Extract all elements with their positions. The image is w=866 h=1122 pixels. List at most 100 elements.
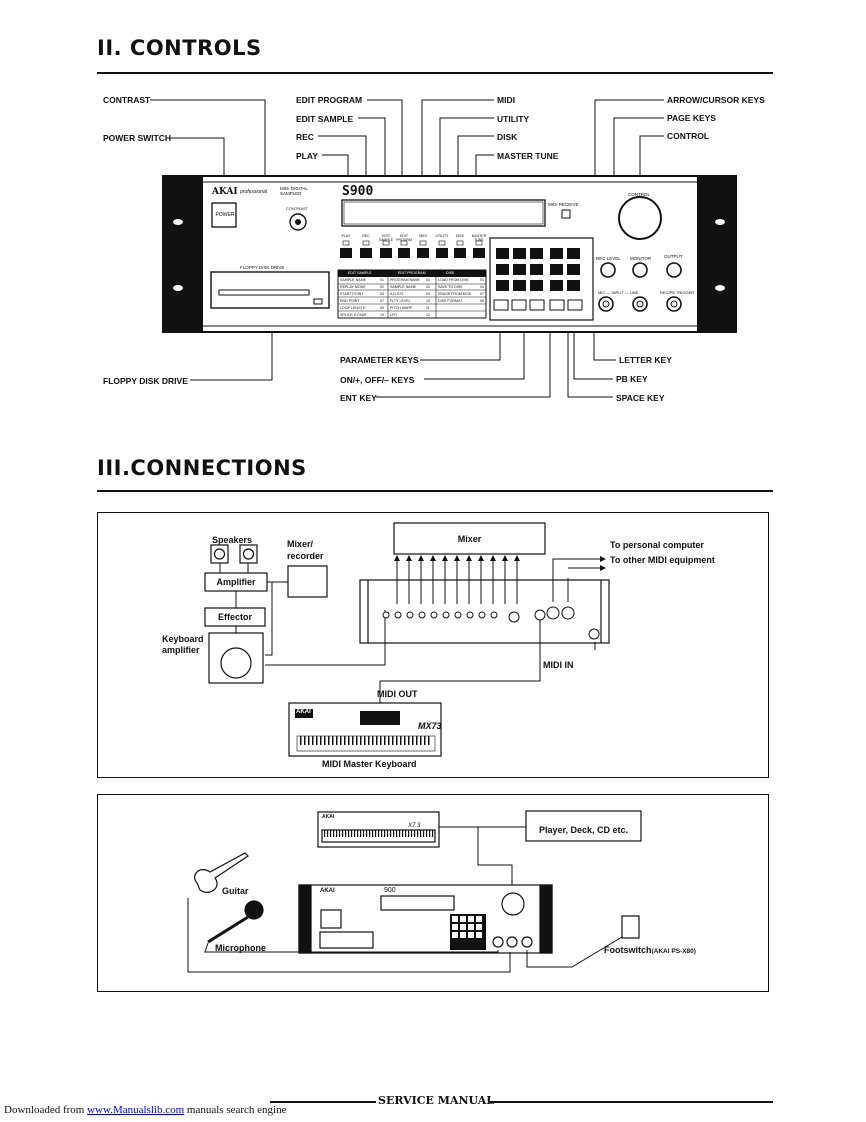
panel-model: S900 [342,184,374,199]
label-rec: REC [296,132,314,142]
label-on-off-keys: ON/+, OFF/– KEYS [340,375,415,385]
edit-table-cell: 12 [426,313,430,317]
mode-button-caption: DISK [455,234,465,238]
label-midi-master-keyboard: MIDI Master Keyboard [322,759,417,769]
panel-trigger: REC/PB TRIGGER [660,290,695,295]
keyboard-black-key [357,830,359,837]
footer-tagline: manuals search engine [186,1104,287,1116]
panel-floppy-text: FLOPPY DISK DRIVE [240,265,285,270]
section-title-connections: III.CONNECTIONS [97,456,307,480]
label-microphone: Microphone [215,943,266,953]
edit-table-cell: 02 [426,285,430,289]
keyboard-black-key [420,736,422,745]
edit-table-cell: 10 [426,299,430,303]
keyboard-black-key [324,830,326,837]
sampler-model: 900 [384,887,396,894]
edit-table-cell: 01 [480,278,484,282]
panel-brand-sub: professional [240,189,267,195]
keyboard-black-key [336,830,338,837]
edit-table-cell: 07 [380,299,384,303]
label-amplifier: Amplifier [216,577,256,587]
kbd2-brand: AKAI [322,814,335,820]
keyboard-black-key [388,736,390,745]
edit-table-cell: 04 [480,285,484,289]
keyboard-black-key [400,736,402,745]
edit-table-cell: 01 [426,278,430,282]
panel-power-text: POWER [215,212,235,218]
panel-monitor: MONITOR [630,256,652,261]
panel-output: OUTPUT [664,254,683,259]
keyboard-black-key [396,830,398,837]
keyboard-black-key [312,736,314,745]
mode-button-caption: MIDI [419,234,427,238]
panel-brand: AKAI [212,187,238,197]
footer-link[interactable]: www.Manualslib.com [87,1104,185,1116]
kbd-model: MX73 [418,721,442,731]
edit-table-cell: PITCH WARP [390,306,413,310]
edit-table-cell: 03 [426,292,430,296]
keyboard-black-key [316,736,318,745]
label-edit-sample: EDIT SAMPLE [296,114,354,124]
keyboard-black-key [340,736,342,745]
label-mixer-recorder: Mixer/ recorder [287,539,324,561]
edit-table-cell: START POINT [340,292,364,296]
mode-button-caption: REC [362,234,370,238]
edit-table-cell: SAMPLE NAME [390,285,416,289]
keyboard-black-key [417,830,419,837]
keyboard-black-key [408,830,410,837]
edit-table-cell: 02 [380,285,384,289]
section-rule [97,72,773,74]
label-footswitch: Footswitch(AKAI PS-X80) [604,945,696,955]
label-power-switch: POWER SWITCH [103,133,171,143]
keyboard-black-key [411,830,413,837]
keyboard-black-key [300,736,302,745]
panel-midi-receive: MIDI RECEIVE [548,202,579,207]
keyboard-black-key [364,736,366,745]
footer-downloaded-from: Downloaded from [4,1104,85,1116]
label-letter-key: LETTER KEY [619,355,672,365]
keyboard-black-key [344,736,346,745]
keyboard-black-key [354,830,356,837]
footer-rule-right [490,1101,773,1103]
label-pb-key: PB KEY [616,374,648,384]
mode-button-caption: EDIT SAMPLE [378,234,394,242]
keyboard-black-key [375,830,377,837]
keyboard-black-key [380,736,382,745]
edit-table-cell: FLTY LEVEL [390,299,411,303]
edit-table-cell: 09 [480,299,484,303]
keyboard-black-key [308,736,310,745]
label-floppy-disk-drive: FLOPPY DISK DRIVE [103,376,188,386]
edit-table-cell: PROGRAM NAME [390,278,420,282]
mode-button-caption: PLAY [341,234,351,238]
label-player-deck-cd: Player, Deck, CD etc. [538,825,629,835]
keyboard-black-key [332,736,334,745]
keyboard-black-key [428,736,430,745]
edit-table-cell: SAMPLE NAME [340,278,366,282]
edit-table-cell: SAVE TO DISK [438,285,463,289]
keyboard-black-key [408,736,410,745]
label-guitar: Guitar [222,886,249,896]
label-space-key: SPACE KEY [616,393,665,403]
mode-button-caption: MASTER TUNE [471,234,487,242]
keyboard-black-key [345,830,347,837]
keyboard-black-key [304,736,306,745]
label-to-personal-computer: To personal computer [610,540,704,550]
keyboard-black-key [392,736,394,745]
keyboard-black-key [339,830,341,837]
connection-diagram-2-art [187,810,642,973]
keyboard-black-key [423,830,425,837]
edit-table-cell: LOOP LENGTH [340,306,366,310]
label-arrow-cursor-keys: ARROW/CURSOR KEYS [667,95,765,105]
keyboard-black-key [399,830,401,837]
label-edit-program: EDIT PROGRAM [296,95,363,105]
label-control: CONTROL [667,131,710,141]
keyboard-black-key [429,830,431,837]
kbd2-model: X7 3 [408,823,421,829]
edit-table-cell: REPLAY MODE [340,285,366,289]
footer-service-manual: SERVICE MANUAL [378,1094,495,1107]
mode-button-caption: UTILITY [435,234,449,238]
keyboard-black-key [381,830,383,837]
label-midi-in: MIDI IN [543,660,574,670]
